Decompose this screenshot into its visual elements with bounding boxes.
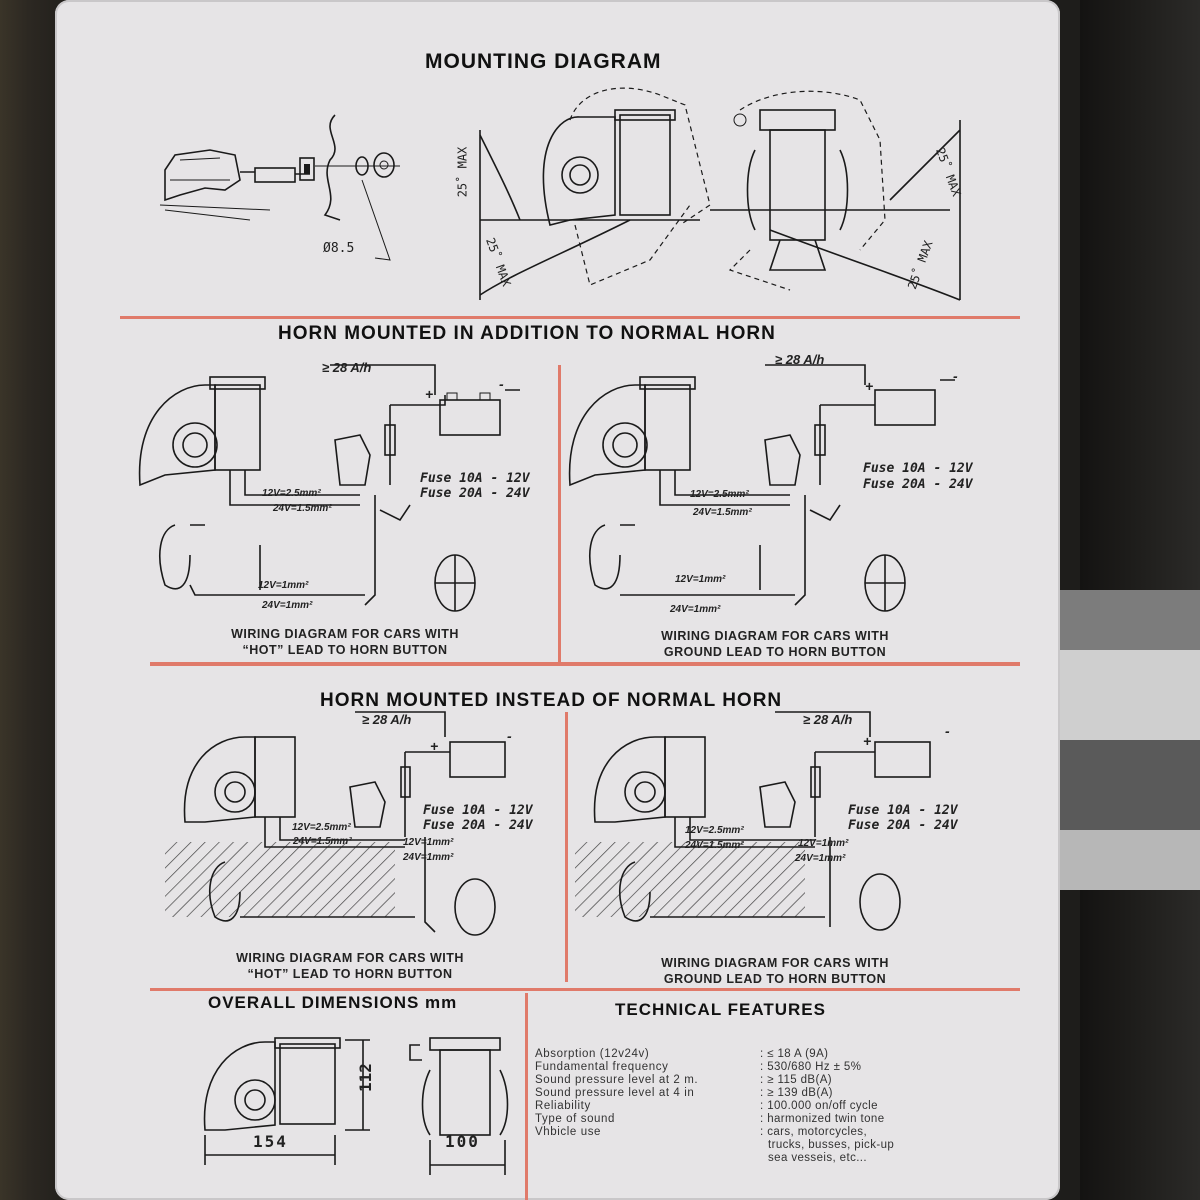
battery-capacity-label: ≥ 28 A/h bbox=[803, 712, 853, 727]
spec-value: : cars, motorcycles, bbox=[760, 1126, 868, 1138]
spec-label: Sound pressure level at 4 in bbox=[535, 1087, 695, 1099]
wire-gauge-label: 12V=2.5mm² bbox=[685, 825, 744, 836]
spec-label: Type of sound bbox=[535, 1113, 616, 1125]
battery-minus: - bbox=[945, 723, 950, 739]
battery-plus: + bbox=[430, 738, 439, 754]
battery-minus: - bbox=[507, 728, 512, 744]
spec-value: trucks, busses, pick-up bbox=[768, 1139, 895, 1151]
mounting-diagram-title: MOUNTING DIAGRAM bbox=[425, 50, 662, 73]
wire-gauge-label: 12V=1mm² bbox=[798, 838, 849, 849]
mounting-angle-drawing-left bbox=[479, 87, 711, 300]
fuse-label: Fuse 20A - 24V bbox=[863, 477, 973, 492]
battery-capacity-label: ≥ 28 A/h bbox=[362, 712, 412, 727]
spec-value: : ≤ 18 A (9A) bbox=[760, 1048, 829, 1060]
wire-gauge-label: 12V=1mm² bbox=[675, 574, 726, 585]
wire-gauge-label: 12V=2.5mm² bbox=[690, 489, 749, 500]
divider bbox=[558, 365, 561, 665]
battery-capacity-label: ≥ 28 A/h bbox=[775, 352, 825, 367]
spec-label: Sound pressure level at 2 m. bbox=[535, 1074, 699, 1086]
wire-gauge-label: 24V=1mm² bbox=[670, 604, 721, 615]
fuse-label: Fuse 20A - 24V bbox=[848, 818, 958, 833]
battery-plus: + bbox=[865, 378, 874, 394]
battery-plus: + bbox=[863, 733, 872, 749]
box-stripe bbox=[1040, 740, 1200, 830]
battery-minus: - bbox=[953, 368, 958, 384]
fuse-label: Fuse 10A - 12V bbox=[848, 803, 958, 818]
divider bbox=[150, 662, 1020, 666]
divider bbox=[120, 316, 1020, 319]
dimension-width: 100 bbox=[445, 1132, 480, 1151]
spec-label: Reliability bbox=[535, 1100, 591, 1112]
spec-value: : harmonized twin tone bbox=[760, 1113, 885, 1125]
battery-minus: - bbox=[499, 376, 504, 392]
mounting-bolt-drawing bbox=[159, 114, 400, 261]
spec-value: : 530/680 Hz ± 5% bbox=[760, 1061, 862, 1073]
dimension-height: 112 bbox=[355, 1063, 375, 1092]
spec-value: sea vesseis, etc... bbox=[768, 1152, 867, 1164]
wire-gauge-label: 24V=1.5mm² bbox=[685, 840, 744, 851]
angle-label: 25˚ MAX bbox=[455, 146, 470, 198]
wire-gauge-label: 12V=1mm² bbox=[258, 580, 309, 591]
mounting-angle-drawing-right bbox=[710, 90, 961, 301]
wire-gauge-label: 24V=1.5mm² bbox=[693, 507, 752, 518]
mounting-hole-label: Ø8.5 bbox=[323, 241, 355, 256]
divider bbox=[150, 988, 1020, 991]
divider bbox=[565, 712, 568, 982]
technical-title: TECHNICAL FEATURES bbox=[615, 1000, 826, 1019]
spec-value: : 100.000 on/off cycle bbox=[760, 1100, 878, 1112]
wire-gauge-label: 24V=1.5mm² bbox=[273, 503, 332, 514]
wire-gauge-label: 24V=1mm² bbox=[262, 600, 313, 611]
wiring-caption-hot: WIRING DIAGRAM FOR CARS WITH“HOT” LEAD T… bbox=[236, 951, 464, 981]
fuse-label: Fuse 20A - 24V bbox=[420, 486, 530, 501]
wire-gauge-label: 24V=1.5mm² bbox=[293, 836, 352, 847]
wiring-diagram-ground-instead bbox=[575, 711, 931, 931]
spec-label: Vhbicle use bbox=[535, 1126, 602, 1138]
spec-label: Fundamental frequency bbox=[535, 1061, 669, 1073]
wire-gauge-label: 24V=1mm² bbox=[403, 852, 454, 863]
spec-value: : ≥ 139 dB(A) bbox=[760, 1087, 833, 1099]
box-stripe bbox=[1040, 590, 1200, 650]
dimensions-side-drawing bbox=[203, 1037, 370, 1165]
dimension-length: 154 bbox=[253, 1132, 288, 1151]
battery-plus: + bbox=[425, 386, 434, 402]
fuse-label: Fuse 10A - 12V bbox=[863, 461, 973, 476]
section-addition-title: HORN MOUNTED IN ADDITION TO NORMAL HORN bbox=[278, 323, 776, 344]
section-instead-title: HORN MOUNTED INSTEAD OF NORMAL HORN bbox=[320, 690, 783, 711]
spec-value: : ≥ 115 dB(A) bbox=[760, 1074, 833, 1086]
wire-gauge-label: 12V=2.5mm² bbox=[262, 488, 321, 499]
wiring-diagram-hot-instead bbox=[165, 711, 506, 936]
wiring-diagram-ground-addition bbox=[568, 364, 955, 612]
divider bbox=[525, 993, 528, 1200]
fuse-label: Fuse 10A - 12V bbox=[423, 803, 533, 818]
wire-gauge-label: 12V=1mm² bbox=[403, 837, 454, 848]
battery-capacity-label: ≥ 28 A/h bbox=[322, 360, 372, 375]
box-stripe bbox=[1040, 650, 1200, 740]
dimensions-title: OVERALL DIMENSIONS mm bbox=[208, 993, 458, 1012]
spec-label: Absorption (12v24v) bbox=[535, 1048, 650, 1060]
wire-gauge-label: 12V=2.5mm² bbox=[292, 822, 351, 833]
dimensions-front-drawing bbox=[409, 1037, 509, 1175]
fuse-label: Fuse 20A - 24V bbox=[423, 818, 533, 833]
wire-gauge-label: 24V=1mm² bbox=[795, 853, 846, 864]
wiring-diagram-hot-addition bbox=[138, 364, 520, 612]
instruction-label: MOUNTING DIAGRAM Ø8.5 25˚ MAX 25˚ MAX bbox=[55, 0, 1060, 1200]
wiring-caption-hot: WIRING DIAGRAM FOR CARS WITH“HOT” LEAD T… bbox=[231, 627, 459, 657]
box-stripe bbox=[1040, 830, 1200, 890]
fuse-label: Fuse 10A - 12V bbox=[420, 471, 530, 486]
